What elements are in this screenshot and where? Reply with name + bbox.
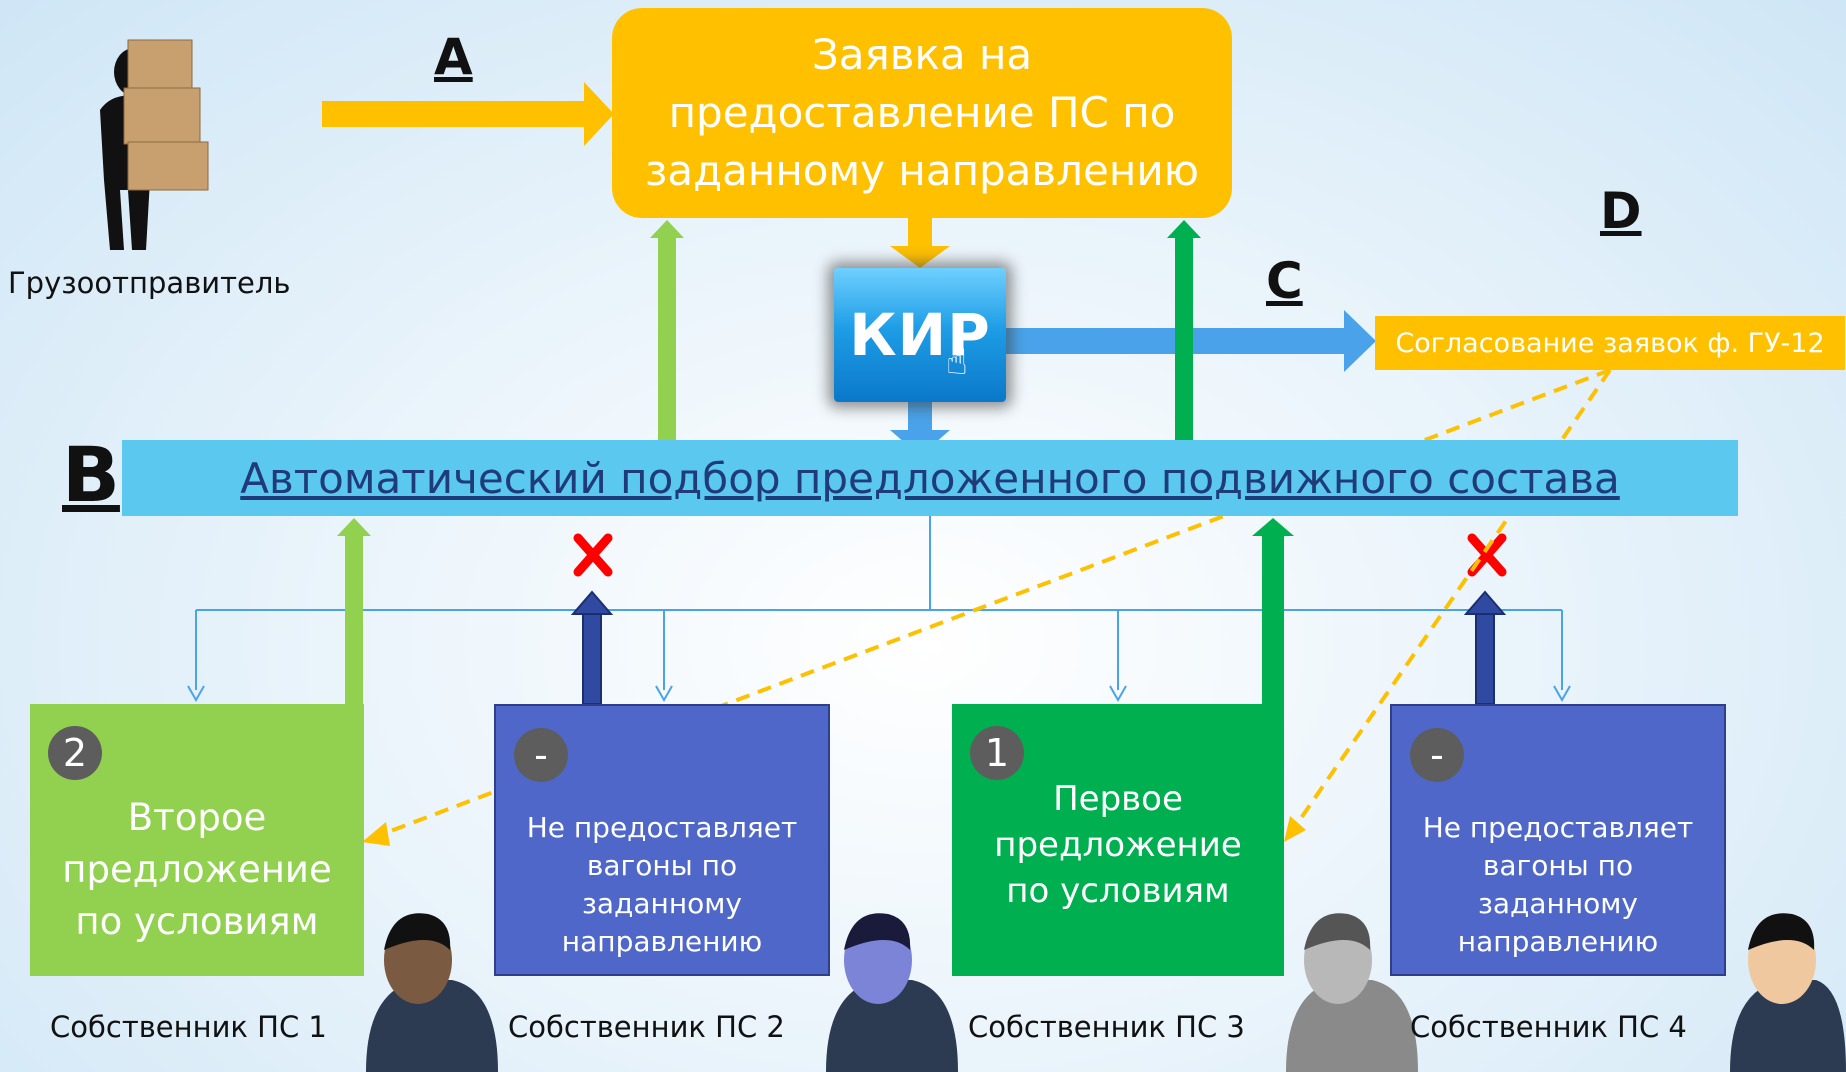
owner-label-3: Собственник ПС 3 <box>968 1010 1245 1044</box>
owner-avatar-3 <box>1286 913 1418 1072</box>
owner-box-1: 2 Второе предложение по условиям <box>30 704 364 976</box>
owner-avatar-1 <box>366 913 498 1072</box>
owner-box-2: - Не предоставляет вагоны по заданному н… <box>494 704 830 976</box>
approval-box: Согласование заявок ф. ГУ-12 <box>1375 316 1845 370</box>
arrow-bar-to-request-light <box>650 220 684 440</box>
owner-badge-1: 2 <box>48 726 102 780</box>
owner-box-4: - Не предоставляет вагоны по заданному н… <box>1390 704 1726 976</box>
distribution-arrowheads <box>187 685 1571 703</box>
shipper-label: Грузоотправитель <box>8 266 291 300</box>
owner-badge-4: - <box>1410 728 1464 782</box>
request-box: Заявка на предоставление ПС по заданному… <box>612 8 1232 218</box>
label-a: A <box>434 28 473 86</box>
approval-arrowhead <box>362 822 390 846</box>
kir-text: КИР <box>849 301 991 369</box>
arrow-request-to-kir <box>890 218 950 268</box>
arrow-a <box>322 82 614 146</box>
approval-text: Согласование заявок ф. ГУ-12 <box>1395 327 1825 359</box>
owner-text-3: Первое предложение по условиям <box>994 779 1242 911</box>
owner-text-1: Второе предложение по условиям <box>62 796 332 943</box>
owner-avatar-4 <box>1730 913 1846 1072</box>
label-d: D <box>1600 182 1642 240</box>
arrow-owner4-rejected <box>1463 590 1507 705</box>
owner-box-3: 1 Первое предложение по условиям <box>952 704 1284 976</box>
auto-selection-bar: Автоматический подбор предложенного подв… <box>122 440 1738 516</box>
shipper-figure <box>100 39 209 250</box>
owner-label-4: Собственник ПС 4 <box>1410 1010 1687 1044</box>
arrow-bar-to-request-dark <box>1167 220 1201 440</box>
owner-label-1: Собственник ПС 1 <box>50 1010 327 1044</box>
kir-logo[interactable]: КИР ☝ <box>834 268 1006 402</box>
arrow-owner3-to-bar <box>1252 518 1294 704</box>
owner-badge-3: 1 <box>970 726 1024 780</box>
arrow-owner1-to-bar <box>337 518 371 704</box>
owner-label-2: Собственник ПС 2 <box>508 1010 785 1044</box>
label-c: C <box>1266 252 1303 310</box>
owner-avatar-2 <box>826 913 958 1072</box>
distribution-lines <box>195 516 1563 690</box>
auto-selection-link[interactable]: Автоматический подбор предложенного подв… <box>240 453 1620 503</box>
label-b: B <box>62 430 120 519</box>
request-text: Заявка на предоставление ПС по заданному… <box>645 30 1199 195</box>
arrow-owner2-rejected <box>570 590 614 705</box>
approval-arrowhead <box>1284 816 1306 842</box>
reject-cross-icon <box>573 533 613 577</box>
pointer-hand-icon: ☝ <box>946 342 969 383</box>
owner-text-4: Не предоставляет вагоны по заданному нап… <box>1422 811 1694 958</box>
owner-badge-2: - <box>514 728 568 782</box>
owner-text-2: Не предоставляет вагоны по заданному нап… <box>526 811 798 958</box>
